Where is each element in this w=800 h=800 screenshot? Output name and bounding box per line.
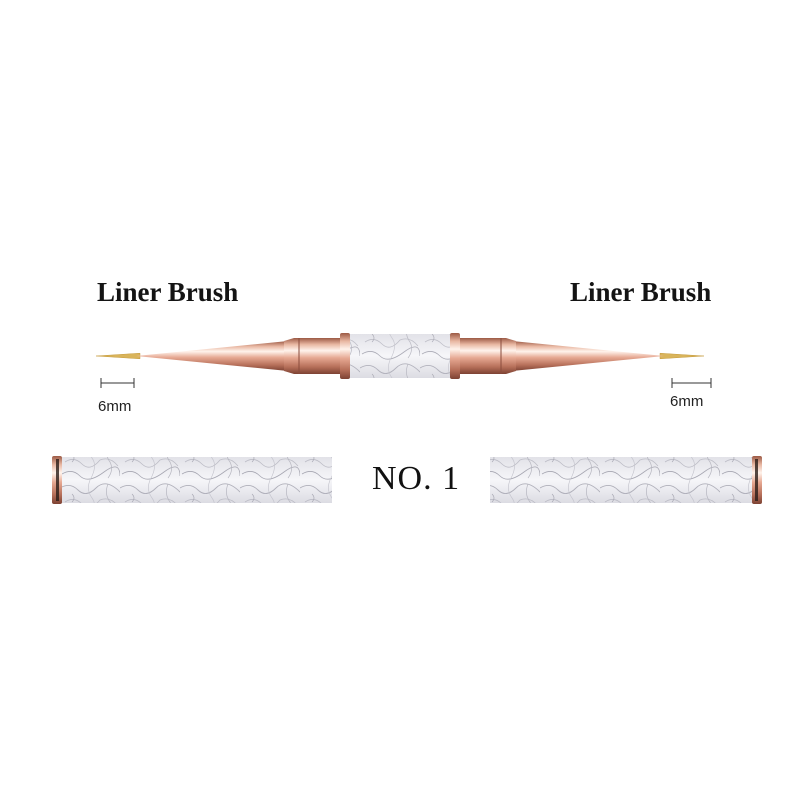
model-number: NO. 1 [372,460,461,497]
double-ended-liner-brush [95,333,705,379]
right-brush-label: Liner Brush [570,277,712,307]
right-handle-closeup [490,456,762,504]
left-brush-label: Liner Brush [97,277,239,307]
right-scale-marker [671,378,712,388]
left-tip-size: 6mm [98,398,132,415]
left-scale-marker [100,378,135,388]
right-tip-size: 6mm [670,393,704,410]
left-handle-closeup [52,456,332,504]
